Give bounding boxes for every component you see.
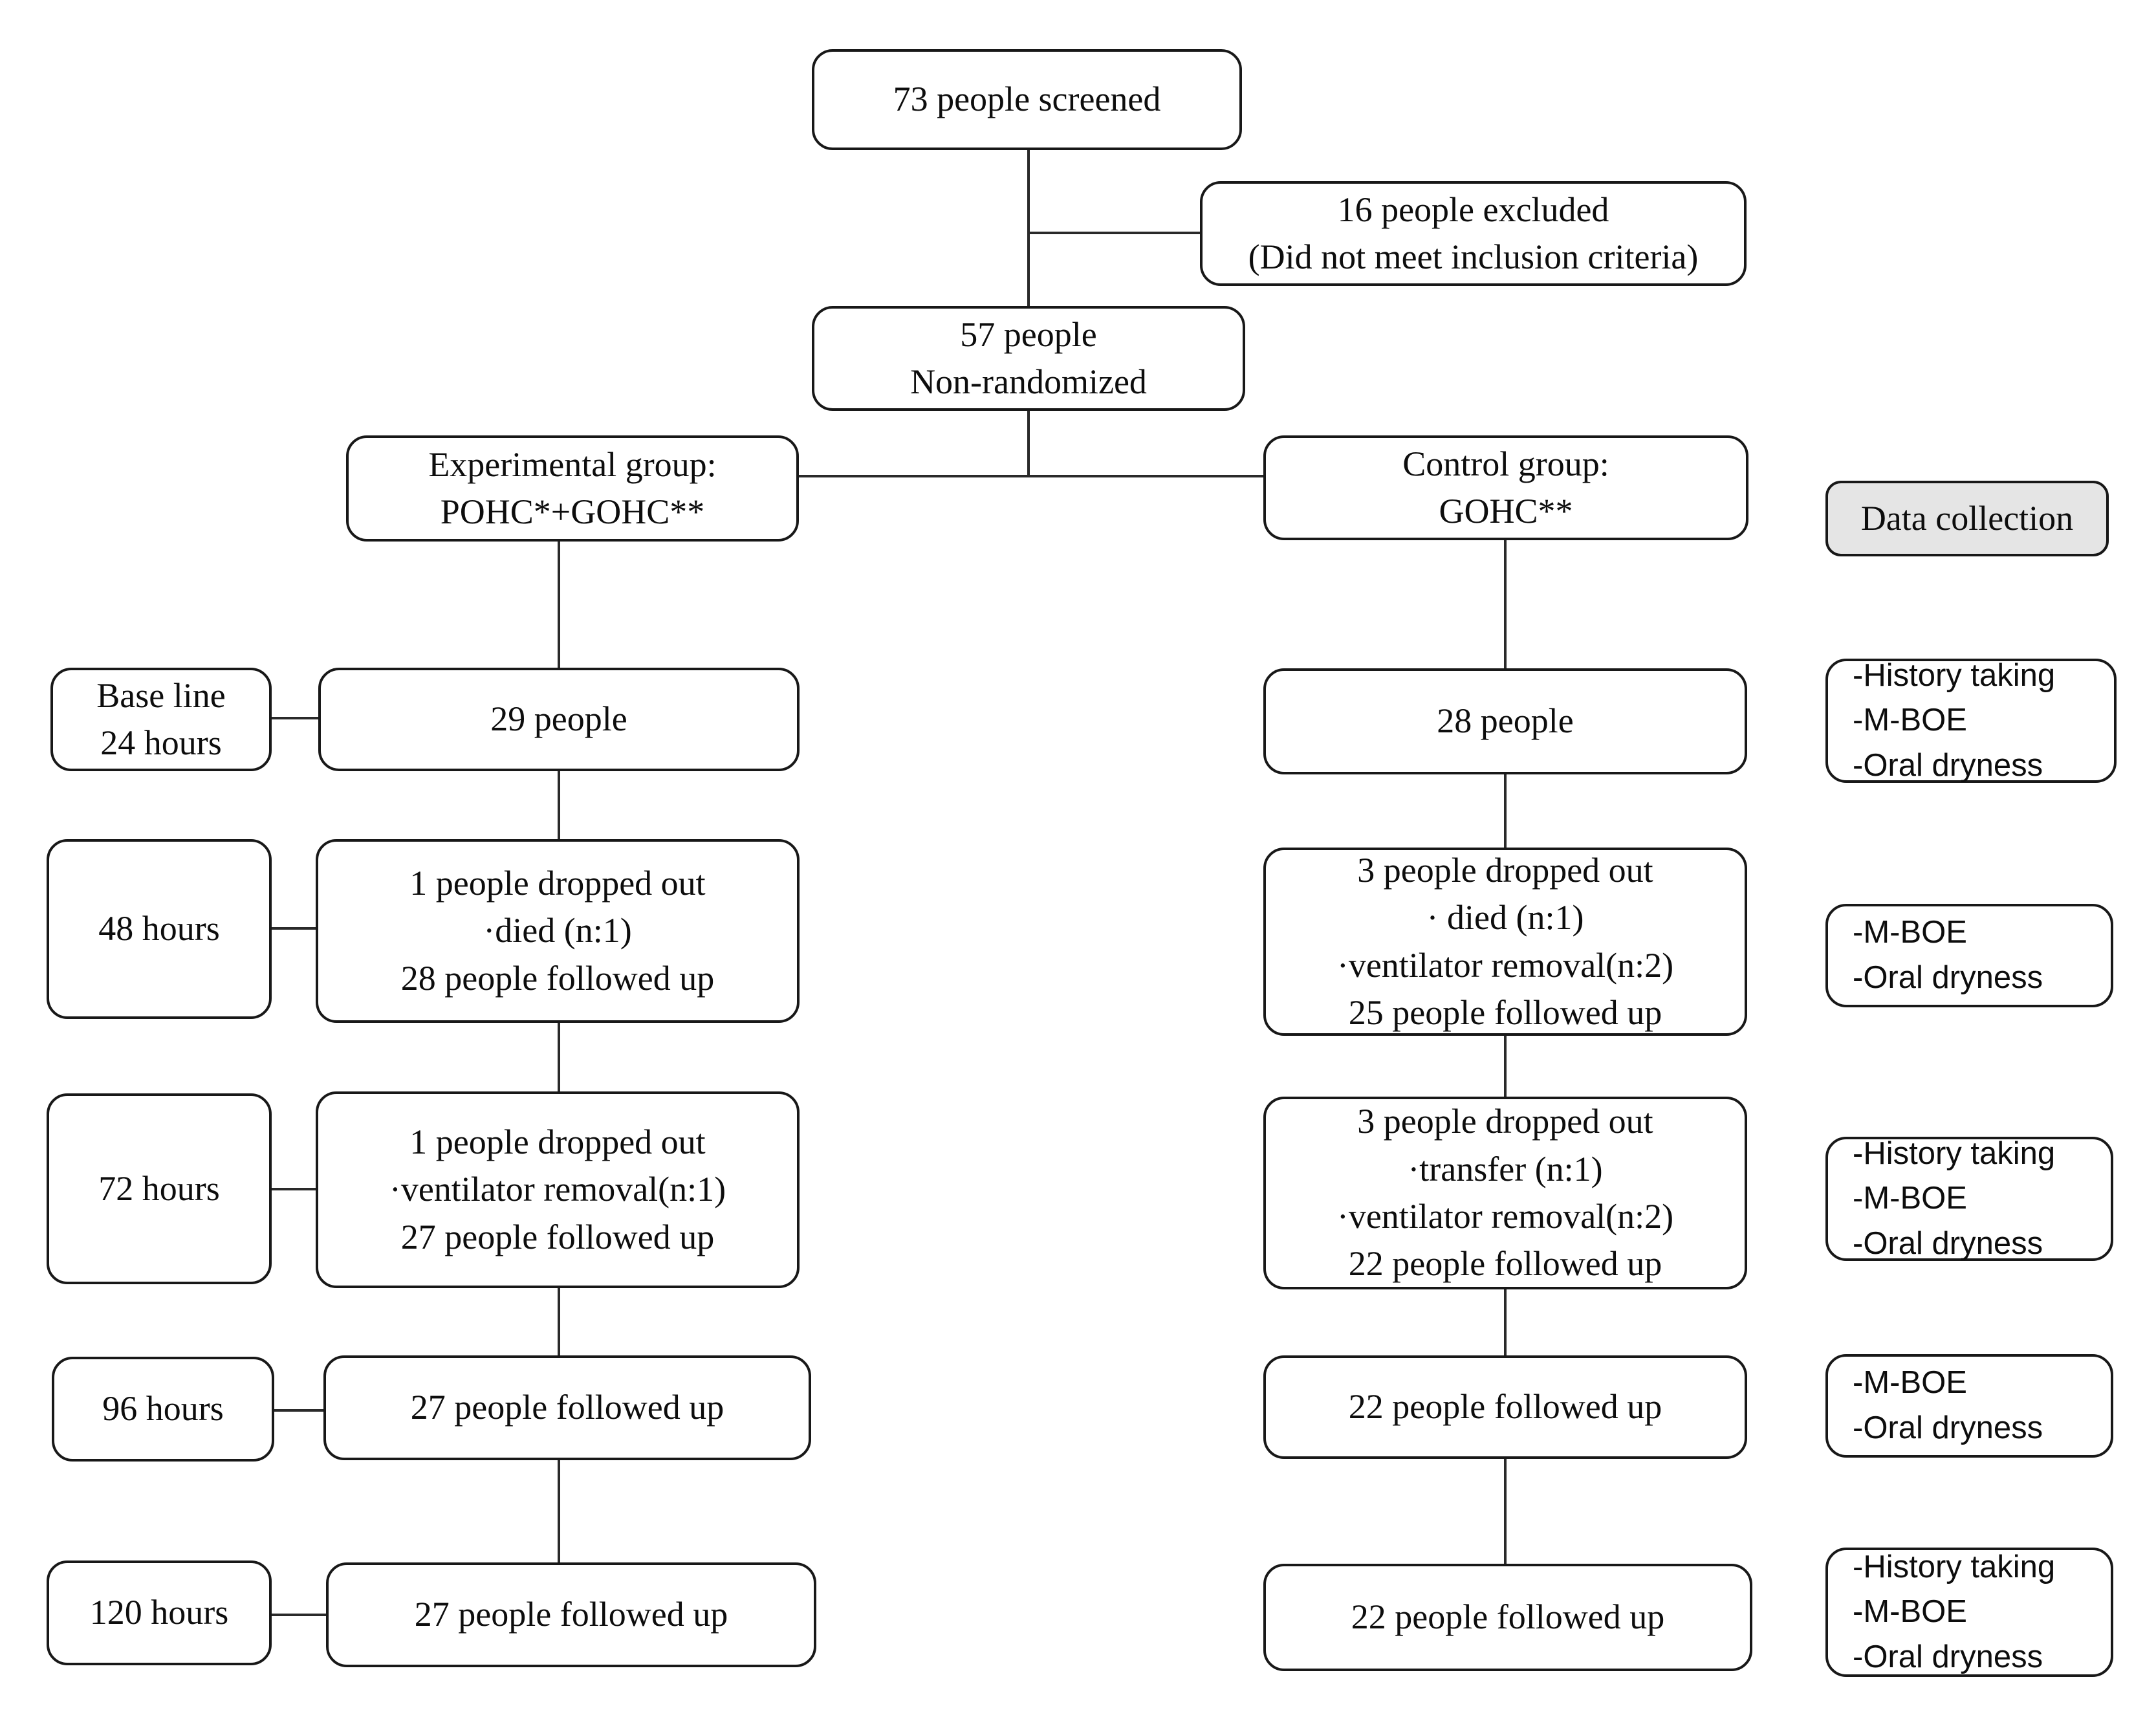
control-row2-text: 25 people followed up	[1348, 992, 1662, 1032]
connector-line	[558, 770, 560, 839]
experimental-row1-text: 29 people	[490, 699, 627, 739]
screened-text: 73 people screened	[893, 80, 1161, 119]
data-collection-item: -Oral dryness	[1853, 747, 2043, 783]
connector-line	[1504, 1036, 1507, 1097]
connector-line	[270, 927, 316, 930]
data-collection-item: -M-BOE	[1853, 1365, 1967, 1401]
data-collection-header-label: Data collection	[1860, 498, 2074, 538]
connector-line	[270, 717, 320, 719]
control-row3-text: 22 people followed up	[1348, 1244, 1662, 1284]
control-row3-text: ·transfer (n:1)	[1408, 1149, 1603, 1188]
nonrandomized-count: 57 people	[960, 314, 1097, 354]
control-row2-text: · died (n:1)	[1426, 898, 1584, 937]
data-collection-item: -History taking	[1853, 1549, 2056, 1584]
connector-line	[1504, 773, 1507, 848]
experimental-row3-box: 1 people dropped out ·ventilator removal…	[316, 1091, 800, 1288]
experimental-group-box: Experimental group: POHC*+GOHC**	[346, 435, 799, 542]
excluded-text: 16 people excluded	[1337, 190, 1609, 229]
connector-line	[1027, 232, 1202, 234]
connector-line	[1504, 1289, 1507, 1357]
control-row1-box: 28 people	[1263, 668, 1747, 774]
experimental-row2-text: 28 people followed up	[400, 958, 715, 998]
data-collection-item: -Oral dryness	[1853, 1225, 2043, 1261]
excluded-box: 16 people excluded (Did not meet inclusi…	[1200, 181, 1747, 286]
nonrandomized-label: Non-randomized	[910, 362, 1147, 401]
control-row4-box: 22 people followed up	[1263, 1355, 1747, 1459]
timepoint-box-72h: 72 hours	[47, 1093, 272, 1284]
data-collection-row5-box: -History taking -M-BOE -Oral dryness	[1825, 1548, 2113, 1677]
data-collection-item: -Oral dryness	[1853, 1639, 2043, 1674]
control-row1-text: 28 people	[1437, 701, 1574, 741]
data-collection-item: -M-BOE	[1853, 915, 1967, 950]
data-collection-item: -M-BOE	[1853, 1594, 1967, 1630]
data-collection-item: -M-BOE	[1853, 1181, 1967, 1216]
experimental-row2-text: ·died (n:1)	[483, 911, 632, 950]
data-collection-row1-box: -History taking -M-BOE -Oral dryness	[1825, 658, 2117, 783]
connector-line	[558, 1023, 560, 1091]
connector-line	[1027, 410, 1030, 477]
control-row2-text: ·ventilator removal(n:2)	[1336, 945, 1674, 985]
data-collection-item: -History taking	[1853, 1135, 2056, 1171]
connector-line	[270, 1188, 316, 1190]
control-row2-text: 3 people dropped out	[1357, 850, 1653, 890]
data-collection-row4-box: -M-BOE -Oral dryness	[1825, 1354, 2113, 1458]
timepoint-box-120h: 120 hours	[47, 1560, 272, 1665]
control-row3-text: ·ventilator removal(n:2)	[1336, 1197, 1674, 1236]
control-row3-text: 3 people dropped out	[1357, 1102, 1653, 1141]
experimental-row3-text: ·ventilator removal(n:1)	[389, 1170, 726, 1209]
control-row5-box: 22 people followed up	[1263, 1564, 1752, 1671]
experimental-row2-box: 1 people dropped out ·died (n:1) 28 peop…	[316, 839, 800, 1023]
experimental-group-title: Experimental group:	[428, 444, 717, 484]
data-collection-item: -History taking	[1853, 657, 2056, 693]
timepoint-label: Base line	[96, 675, 226, 715]
connector-line	[270, 1614, 326, 1616]
connector-line	[558, 540, 560, 669]
connector-line	[1504, 1458, 1507, 1564]
connector-line	[1027, 150, 1030, 307]
connector-line	[273, 1409, 323, 1412]
data-collection-row2-box: -M-BOE -Oral dryness	[1825, 904, 2113, 1007]
connector-line	[1504, 539, 1507, 670]
experimental-group-subtitle: POHC*+GOHC**	[440, 492, 705, 531]
data-collection-item: -M-BOE	[1853, 703, 1967, 738]
data-collection-row3-box: -History taking -M-BOE -Oral dryness	[1825, 1136, 2113, 1261]
experimental-row5-box: 27 people followed up	[326, 1562, 816, 1667]
control-row4-text: 22 people followed up	[1348, 1387, 1662, 1427]
timepoint-label: 48 hours	[98, 909, 220, 948]
experimental-row3-text: 27 people followed up	[400, 1217, 715, 1256]
timepoint-box-96h: 96 hours	[52, 1357, 274, 1462]
nonrandomized-box: 57 people Non-randomized	[812, 306, 1245, 411]
connector-line	[558, 1458, 560, 1562]
control-row3-box: 3 people dropped out ·transfer (n:1) ·ve…	[1263, 1097, 1747, 1289]
connector-line	[558, 1288, 560, 1357]
timepoint-label: 120 hours	[89, 1593, 229, 1632]
timepoint-box-baseline-24h: Base line 24 hours	[50, 668, 272, 771]
data-collection-item: -Oral dryness	[1853, 1410, 2043, 1445]
experimental-row4-text: 27 people followed up	[410, 1388, 724, 1427]
experimental-row2-text: 1 people dropped out	[409, 863, 706, 903]
control-group-box: Control group: GOHC**	[1263, 435, 1748, 540]
data-collection-header: Data collection	[1825, 481, 2109, 556]
control-row2-box: 3 people dropped out · died (n:1) ·venti…	[1263, 848, 1747, 1036]
timepoint-label: 72 hours	[98, 1168, 220, 1208]
timepoint-box-48h: 48 hours	[47, 839, 272, 1019]
experimental-row5-text: 27 people followed up	[414, 1595, 728, 1634]
experimental-row3-text: 1 people dropped out	[409, 1122, 706, 1161]
control-group-title: Control group:	[1402, 444, 1609, 483]
control-row5-text: 22 people followed up	[1351, 1597, 1665, 1637]
timepoint-label: 96 hours	[102, 1389, 224, 1429]
control-group-subtitle: GOHC**	[1439, 492, 1573, 531]
experimental-row1-box: 29 people	[318, 668, 800, 771]
experimental-row4-box: 27 people followed up	[323, 1355, 811, 1460]
excluded-reason: (Did not meet inclusion criteria)	[1248, 237, 1699, 276]
screened-box: 73 people screened	[812, 49, 1242, 150]
timepoint-label: 24 hours	[100, 723, 222, 762]
data-collection-item: -Oral dryness	[1853, 960, 2043, 995]
connector-line	[798, 475, 1263, 477]
